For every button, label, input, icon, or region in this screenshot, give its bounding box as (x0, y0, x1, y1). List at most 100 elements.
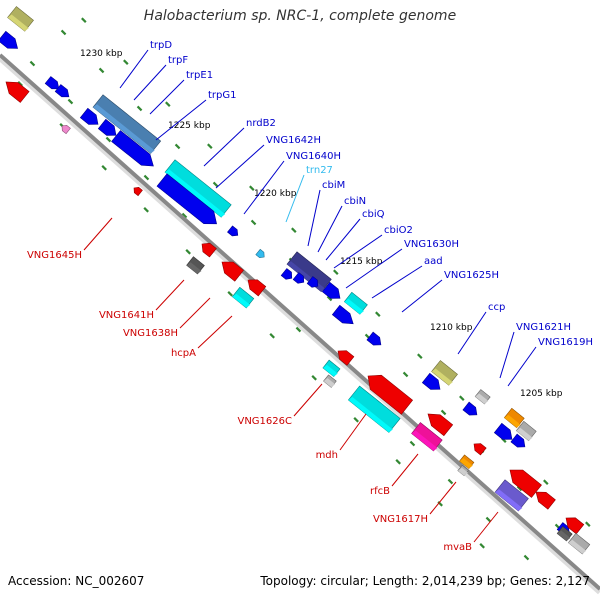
gene-feature[interactable] (0, 30, 18, 49)
track-tick (326, 295, 333, 302)
gene-label[interactable]: cbiN (344, 196, 366, 207)
gene-label[interactable]: VNG1617H (373, 514, 428, 525)
gene-feature[interactable] (509, 469, 542, 498)
gene-label[interactable]: cbiM (322, 180, 345, 191)
track-tick (333, 269, 339, 275)
gene-label[interactable]: VNG1642H (266, 135, 321, 146)
track-tick (67, 98, 74, 105)
gene-feature[interactable] (366, 331, 382, 346)
gene-label[interactable]: mdh (316, 450, 338, 461)
leader-line (457, 311, 487, 355)
gene-feature[interactable] (343, 291, 368, 315)
gene-label[interactable]: VNG1645H (27, 250, 82, 261)
gene-feature[interactable] (567, 532, 591, 555)
gene-feature[interactable] (201, 242, 217, 258)
gene-feature-face (348, 397, 393, 433)
gene-feature[interactable] (535, 491, 556, 510)
track-tick (250, 219, 257, 226)
leader-line (307, 189, 321, 247)
gene-label[interactable]: nrdB2 (246, 118, 276, 129)
leader-line (401, 279, 443, 313)
gene-label[interactable]: VNG1625H (444, 270, 499, 281)
gene-feature[interactable] (280, 268, 293, 280)
scale-label: 1215 kbp (340, 257, 383, 267)
gene-feature[interactable] (515, 420, 537, 442)
gene-feature[interactable] (427, 413, 454, 437)
track-tick (174, 143, 181, 150)
gene-feature[interactable] (61, 124, 71, 135)
gene-label[interactable]: VNG1641H (99, 310, 154, 321)
gene-label[interactable]: ccp (488, 302, 505, 313)
gene-feature[interactable] (494, 479, 529, 512)
gene-feature[interactable] (321, 281, 341, 299)
gene-feature[interactable] (292, 272, 305, 284)
gene-feature[interactable] (227, 225, 239, 237)
track-tick (207, 143, 213, 149)
track-tick (185, 249, 191, 255)
leader-line (155, 99, 207, 141)
track-tick (585, 521, 591, 527)
gene-feature[interactable] (5, 81, 30, 103)
gene-label[interactable]: trn27 (306, 165, 333, 176)
gene-feature[interactable] (79, 107, 99, 125)
gene-label[interactable]: trpD (150, 40, 172, 51)
gene-feature-face (322, 364, 338, 377)
gene-feature[interactable] (462, 401, 478, 416)
gene-label[interactable]: mvaB (443, 542, 472, 553)
genome-title: Halobacterium sp. NRC-1, complete genome (143, 8, 457, 24)
gene-feature-face (504, 414, 521, 428)
gene-feature[interactable] (54, 84, 70, 98)
gene-feature[interactable] (44, 76, 60, 90)
gene-feature[interactable] (331, 304, 354, 325)
gene-feature[interactable] (473, 443, 487, 456)
gene-feature[interactable] (337, 350, 355, 366)
gene-feature[interactable] (286, 251, 332, 293)
gene-label[interactable]: cbiO2 (384, 225, 413, 236)
gene-feature[interactable] (92, 94, 162, 154)
gene-label[interactable]: VNG1638H (123, 328, 178, 339)
leader-line (391, 453, 419, 487)
gene-label[interactable]: trpF (168, 55, 188, 66)
track-tick (375, 311, 381, 317)
gene-feature-face (568, 539, 587, 554)
gene-label[interactable]: VNG1621H (516, 322, 571, 333)
gene-label[interactable]: VNG1640H (286, 151, 341, 162)
track-tick (395, 459, 401, 465)
track-tick (447, 478, 454, 485)
track-tick (181, 212, 188, 219)
accession-text: Accession: NC_002607 (8, 574, 145, 588)
gene-label[interactable]: VNG1619H (538, 337, 593, 348)
gene-label[interactable]: trpE1 (186, 70, 213, 81)
gene-feature[interactable] (221, 261, 244, 282)
gene-label[interactable]: aad (424, 256, 443, 267)
leader-line (473, 511, 499, 543)
gene-feature[interactable] (97, 118, 117, 136)
gene-label[interactable]: cbiQ (362, 209, 385, 220)
gene-feature[interactable] (255, 248, 265, 259)
gene-label[interactable]: VNG1626C (237, 416, 292, 427)
gene-feature[interactable] (493, 422, 513, 440)
gene-feature[interactable] (133, 186, 143, 197)
gene-feature-face (344, 298, 364, 315)
track-tick (105, 136, 112, 143)
gene-feature[interactable] (111, 130, 154, 167)
track-tick (143, 207, 149, 213)
gene-label[interactable]: trpG1 (208, 90, 237, 101)
gene-feature[interactable] (247, 279, 267, 297)
gene-label[interactable]: VNG1630H (404, 239, 459, 250)
gene-label[interactable]: hcpA (171, 348, 196, 359)
gene-feature[interactable] (421, 372, 441, 390)
track-tick (417, 353, 423, 359)
gene-feature[interactable] (503, 407, 525, 429)
gene-feature[interactable] (565, 517, 585, 535)
gene-feature[interactable] (367, 374, 414, 415)
track-tick (29, 60, 36, 67)
leader-line (243, 160, 285, 215)
leader-line (179, 297, 211, 329)
gene-feature[interactable] (186, 256, 205, 275)
gene-feature[interactable] (156, 173, 217, 225)
gene-label[interactable]: rfcB (370, 486, 390, 497)
gene-feature[interactable] (510, 433, 526, 448)
topology-text: Topology: circular; Length: 2,014,239 bp… (260, 574, 590, 588)
gene-feature[interactable] (306, 276, 319, 288)
